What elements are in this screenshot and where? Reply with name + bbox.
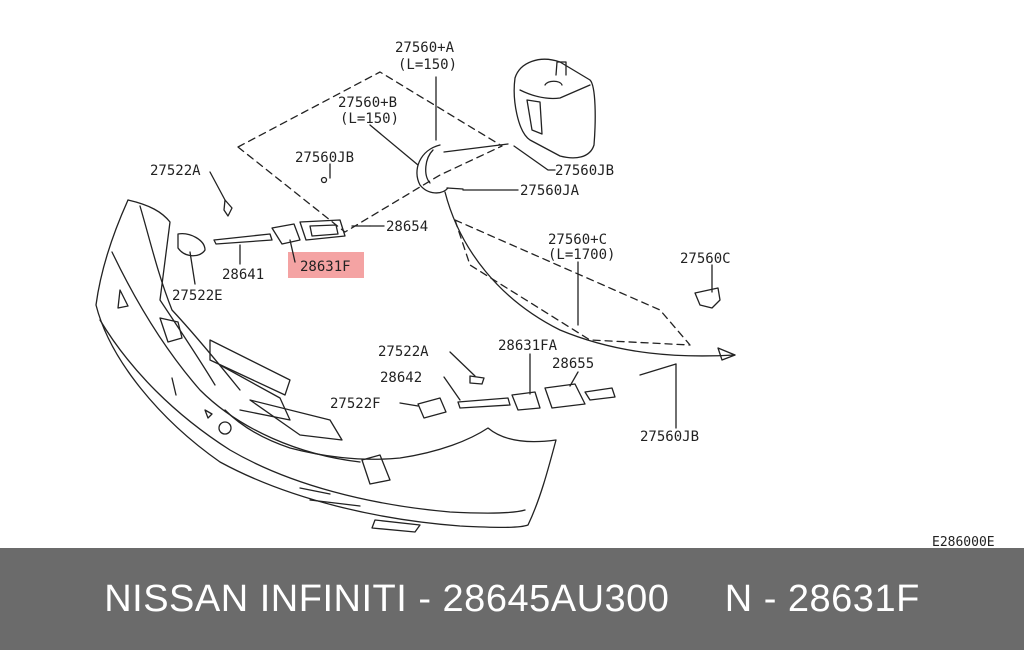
label-27560ja: 27560JA (520, 183, 580, 199)
upper-nozzle (177, 176, 346, 257)
bumper (95, 199, 557, 533)
label-27560c: 27560C (680, 251, 731, 267)
footer-bar: NISSAN INFINITI - 28645AU300 N - 28631F (0, 548, 1024, 650)
label-27560-a: 27560+A (395, 40, 455, 56)
label-27560-b: 27560+B (338, 95, 397, 111)
leader-lines (189, 76, 713, 429)
label-27560jb-bottom: 27560JB (640, 429, 699, 445)
label-27560-b-length: (L=150) (340, 111, 399, 127)
hose-27560a (416, 144, 449, 194)
label-28631f: 28631F (300, 259, 351, 275)
label-27560jb-top: 27560JB (295, 150, 354, 166)
clip-27560c (694, 287, 721, 309)
label-27522e: 27522E (172, 288, 223, 304)
label-28654: 28654 (386, 219, 428, 235)
hose-end-clip (717, 347, 736, 361)
lower-nozzle (417, 375, 616, 419)
diagram-code: E286000E (932, 535, 995, 548)
label-27522f: 27522F (330, 396, 381, 412)
parts-diagram: 27560+A (L=150) 27560+B (L=150) 27560JB … (95, 40, 995, 548)
label-28655: 28655 (552, 356, 594, 372)
footer-text: NISSAN INFINITI - 28645AU300 N - 28631F (104, 577, 920, 620)
label-27522a-top: 27522A (150, 163, 201, 179)
label-27560-c-length: (L=1700) (548, 247, 615, 263)
label-27560-a-length: (L=150) (398, 57, 457, 73)
dashed-outline-upper (237, 71, 503, 233)
dashed-outline-lower (454, 219, 691, 346)
label-27560-c: 27560+C (548, 232, 607, 248)
washer-tank (513, 58, 596, 159)
label-27522a-mid: 27522A (378, 344, 429, 360)
hose-27560c (444, 191, 736, 357)
label-28642: 28642 (380, 370, 422, 386)
label-28641: 28641 (222, 267, 264, 283)
label-27560jb-right: 27560JB (555, 163, 614, 179)
highlight-box (288, 252, 364, 278)
label-28631fa: 28631FA (498, 338, 558, 354)
